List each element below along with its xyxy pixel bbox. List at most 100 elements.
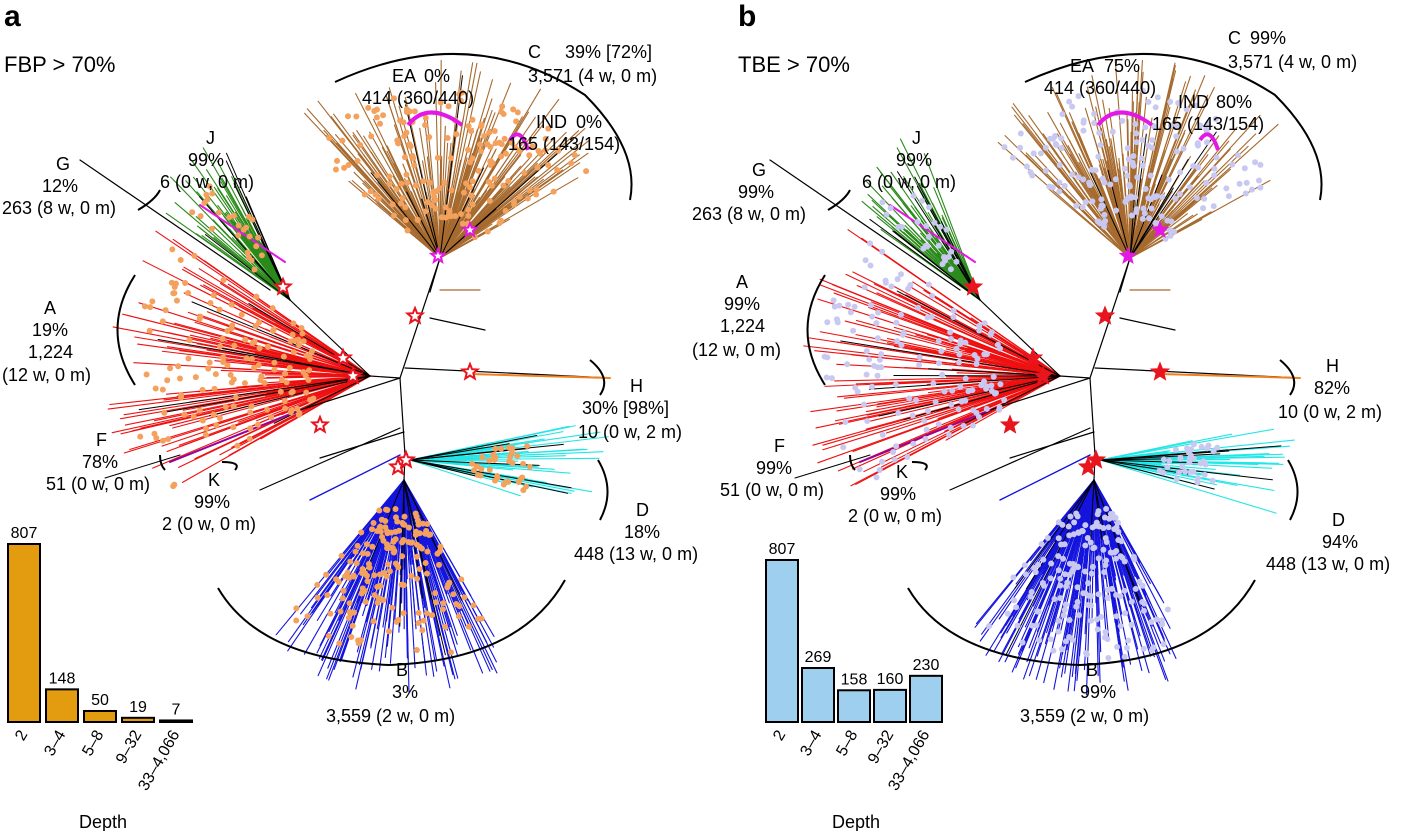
- support-dot: [380, 596, 387, 603]
- support-dot: [404, 179, 411, 186]
- support-dot: [165, 436, 172, 443]
- support-dot: [1051, 595, 1058, 602]
- clade-c-branch: [434, 191, 441, 259]
- support-dot: [1075, 174, 1082, 181]
- support-dot: [947, 329, 954, 336]
- clade-f-count: 51 (0 w, 0 m): [720, 480, 824, 500]
- support-dot: [1234, 152, 1241, 159]
- clade-g-branch: [79, 159, 271, 291]
- support-dot: [492, 454, 499, 461]
- clade-c-branch: [423, 116, 441, 259]
- support-dot: [1166, 457, 1173, 464]
- support-dot: [502, 479, 509, 486]
- clade-b-branch: [1093, 479, 1150, 674]
- support-dot: [207, 300, 214, 307]
- support-dot: [997, 345, 1004, 352]
- support-dot: [159, 318, 166, 325]
- clade-a-branch: [273, 375, 371, 424]
- support-dot: [377, 120, 384, 127]
- clade-d-label: D 94% 448 (13 w, 0 m): [1266, 510, 1390, 574]
- support-dot: [203, 191, 210, 198]
- support-dot: [469, 201, 476, 208]
- support-dot: [956, 351, 963, 358]
- support-dot: [520, 460, 527, 467]
- clade-f-support: 99%: [756, 458, 792, 478]
- support-dot: [369, 543, 376, 550]
- support-dot: [1130, 153, 1137, 160]
- support-dot: [1121, 653, 1128, 660]
- support-dot: [1123, 644, 1130, 651]
- support-dot: [1066, 532, 1073, 539]
- support-dot: [1194, 164, 1201, 171]
- support-dot: [298, 325, 305, 332]
- support-dot: [923, 426, 930, 433]
- support-dot: [840, 444, 847, 451]
- support-dot: [1241, 165, 1248, 172]
- support-dot: [491, 175, 498, 182]
- support-dot: [481, 132, 488, 139]
- support-dot: [876, 356, 883, 363]
- support-dot: [970, 407, 977, 414]
- clade-a-count: 1,224: [720, 316, 765, 336]
- clade-ea-name: EA: [392, 66, 416, 86]
- support-dot: [512, 144, 519, 151]
- support-dot: [938, 348, 945, 355]
- support-dot: [432, 197, 439, 204]
- support-dot: [1061, 607, 1068, 614]
- support-dot: [1023, 571, 1030, 578]
- support-dot: [1076, 612, 1083, 619]
- clade-c-branch: [439, 131, 567, 259]
- support-dot: [1062, 571, 1069, 578]
- support-dot: [476, 141, 483, 148]
- support-dot: [824, 319, 831, 326]
- support-dot: [1038, 540, 1045, 547]
- support-dot: [354, 542, 361, 549]
- clade-b-count: 3,559 (2 w, 0 m): [326, 706, 455, 726]
- support-dot: [1011, 597, 1018, 604]
- support-dot: [921, 417, 928, 424]
- support-dot: [341, 573, 348, 580]
- support-dot: [357, 142, 364, 149]
- clade-ind-bracket: [1198, 132, 1220, 151]
- clade-ind-count: 165 (143/154): [1152, 114, 1264, 134]
- support-dot: [1252, 159, 1259, 166]
- support-dot: [1176, 469, 1183, 476]
- support-dot: [509, 139, 516, 146]
- support-dot: [258, 373, 265, 380]
- support-dot: [1203, 139, 1210, 146]
- tree-backbone: [399, 257, 441, 379]
- support-dot: [1098, 202, 1105, 209]
- clade-ea-bracket: [406, 110, 464, 127]
- support-dot: [947, 266, 954, 273]
- bar: [83, 709, 117, 723]
- support-dot: [847, 309, 854, 316]
- support-dot: [255, 362, 262, 369]
- clade-c-name: C: [528, 42, 541, 62]
- support-dot: [1062, 638, 1069, 645]
- clade-c-branch: [1072, 120, 1131, 259]
- clade-a-branch: [869, 375, 1061, 390]
- tick-label: 3–4: [41, 727, 69, 759]
- support-dot: [1177, 455, 1184, 462]
- support-dot: [524, 442, 531, 449]
- clade-c-branch: [352, 134, 441, 259]
- support-dot: [478, 465, 485, 472]
- support-dot: [1167, 122, 1174, 129]
- clade-h-bracket: [589, 359, 606, 396]
- clade-ind-name: IND: [536, 112, 567, 132]
- support-dot: [941, 388, 948, 395]
- support-dot: [976, 322, 983, 329]
- support-dot: [371, 592, 378, 599]
- support-dot: [1104, 586, 1111, 593]
- support-dot: [1055, 553, 1062, 560]
- support-dot: [983, 405, 990, 412]
- support-dot: [1001, 397, 1008, 404]
- support-dot: [230, 424, 237, 431]
- support-dot: [496, 219, 503, 226]
- x-axis-title: Depth: [832, 812, 880, 831]
- support-dot: [392, 514, 399, 521]
- red-star-icon: [1149, 361, 1171, 381]
- support-dot: [981, 320, 988, 327]
- support-dot: [1129, 159, 1136, 166]
